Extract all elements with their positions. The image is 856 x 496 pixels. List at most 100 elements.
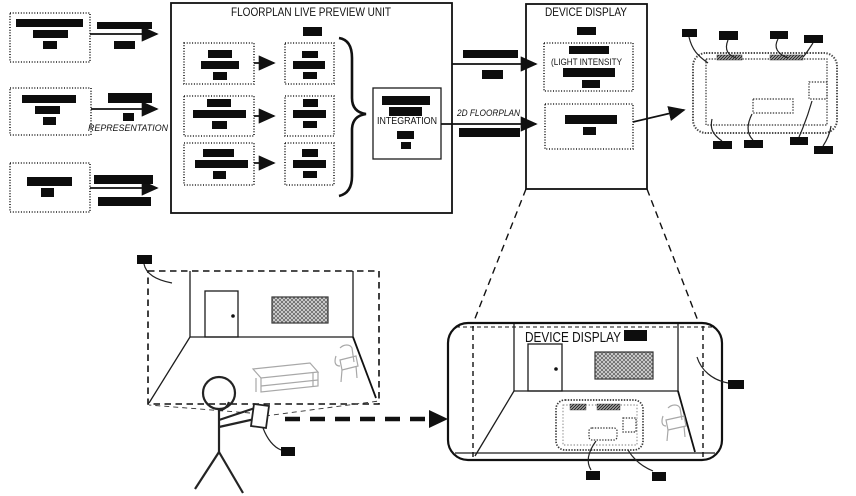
door-knob (231, 314, 235, 318)
callout-bar (770, 31, 788, 39)
tablet-home-rect (752, 98, 794, 114)
input-box-1 (9, 12, 91, 63)
redaction-bar (302, 149, 318, 157)
table-sketch (251, 362, 320, 393)
redaction-bar (41, 188, 54, 197)
device-display-box: DEVICE DISPLAY (LIGHT INTENSITY (525, 3, 648, 190)
redaction-bar (114, 41, 135, 49)
callout-bar (137, 255, 152, 264)
redaction-bar (303, 171, 317, 178)
preview-result-box-3 (284, 142, 335, 186)
preview-source-box-1 (183, 42, 255, 85)
preview-source-box-3 (183, 142, 255, 186)
redaction-bar (43, 41, 57, 49)
callout-bar (682, 29, 697, 37)
screen-room-door (527, 343, 563, 392)
tablet-side-rect (808, 81, 828, 100)
stick-figure (194, 375, 295, 494)
floorplan-live-preview-unit-box: FLOORPLAN LIVE PREVIEW UNIT (170, 2, 453, 214)
room-floor-edge (352, 336, 377, 399)
redaction-bar (463, 50, 518, 58)
light-intensity-box: (LIGHT INTENSITY (543, 42, 634, 92)
tablet-device-drawing (682, 29, 838, 154)
callout-bar (652, 472, 666, 481)
redaction-bar (123, 113, 134, 121)
device-display-screen: DEVICE DISPLAY (446, 321, 744, 481)
screen-room-window (594, 351, 654, 380)
redaction-bar (583, 127, 596, 135)
light-intensity-label: (LIGHT INTENSITY (551, 57, 622, 67)
redaction-bar (98, 197, 151, 206)
redaction-bar (569, 46, 609, 54)
callout-bar (281, 447, 295, 456)
room-view-frame (137, 255, 380, 405)
redaction-bar (108, 93, 152, 103)
preview-result-box-2 (284, 95, 335, 137)
callout-bar (713, 141, 732, 149)
screen-door-knob (554, 367, 558, 371)
overlay-slot-right (596, 403, 621, 411)
floorplan-output-box (544, 103, 634, 150)
camera-frustum-left (148, 404, 251, 414)
redaction-bar (27, 177, 72, 186)
device-display-title: DEVICE DISPLAY (545, 5, 627, 19)
redaction-bar (382, 96, 430, 105)
floorplan-2d-label: 2D FLOORPLAN (456, 108, 520, 119)
redaction-bar (33, 30, 68, 38)
floorplan-overlay-phone (555, 399, 644, 451)
redaction-bar (302, 51, 318, 58)
grouping-brace (338, 36, 367, 198)
screen-floor-edge (677, 390, 696, 453)
redaction-bar (201, 61, 239, 69)
callout-bar (586, 471, 600, 480)
zoom-connector-left (473, 188, 527, 322)
preview-result-box-1 (284, 42, 335, 85)
redaction-bar (203, 149, 234, 157)
callout-bar (719, 31, 738, 40)
redaction-bar (22, 95, 76, 103)
redaction-bar (35, 106, 60, 114)
overlay-slot-left (569, 403, 587, 411)
callout-bar (790, 137, 808, 145)
camera-device (249, 402, 271, 430)
input-box-3 (9, 162, 91, 213)
room-door (204, 290, 239, 338)
redaction-bar (303, 72, 317, 79)
callout-bar (744, 140, 763, 148)
redaction-bar (97, 22, 152, 29)
representation-label: REPRESENTATION (88, 123, 168, 134)
redaction-bar (582, 80, 600, 88)
callout-bar (728, 380, 744, 389)
input-box-2 (9, 87, 92, 136)
redaction-bar (43, 117, 56, 125)
redaction-bar (303, 99, 318, 107)
redaction-bar (293, 110, 326, 118)
redaction-bar (207, 99, 231, 107)
redaction-bar (303, 121, 317, 128)
redaction-bar (563, 68, 615, 77)
callout-bar (814, 146, 833, 154)
room-window (271, 296, 329, 324)
floorplan-unit-title: FLOORPLAN LIVE PREVIEW UNIT (231, 5, 392, 19)
redaction-bar (293, 61, 325, 69)
redaction-bar (195, 160, 248, 168)
overlay-side-rect (622, 417, 637, 433)
chair-sketch (334, 344, 359, 383)
redaction-bar (213, 72, 227, 80)
speaker-slot-left (716, 54, 743, 61)
redaction-bar (208, 50, 232, 58)
redaction-bar (459, 128, 520, 137)
screen-chair-sketch (661, 404, 687, 442)
redaction-bar (482, 70, 503, 79)
callout-bar (804, 35, 823, 43)
zoom-connector-right (646, 188, 699, 322)
integration-label: INTEGRATION (377, 116, 437, 127)
redaction-bar (193, 110, 246, 118)
device-display-screen-title: DEVICE DISPLAY (525, 330, 621, 346)
integration-box: INTEGRATION (372, 87, 442, 160)
redaction-bar (293, 160, 326, 168)
redaction-bar (565, 115, 617, 124)
redaction-bar (397, 131, 414, 139)
camera-frustum-right (264, 400, 380, 417)
